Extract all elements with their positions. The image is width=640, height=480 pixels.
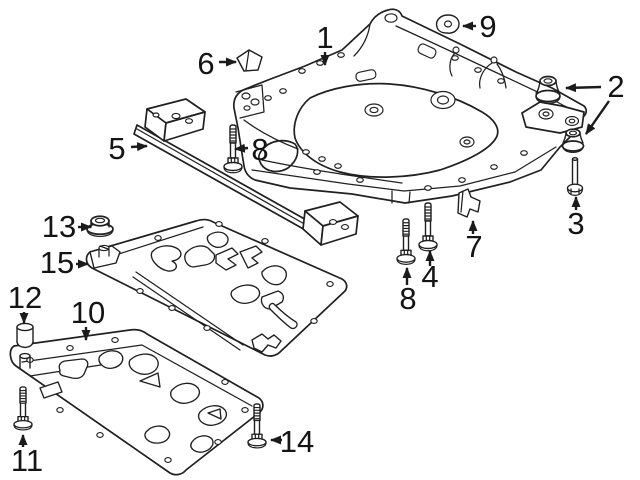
callout-8-front-label: 8 [251, 132, 268, 167]
callout-12: 12 [8, 280, 42, 324]
clip-part-6 [236, 49, 263, 72]
callout-2-label: 2 [607, 69, 624, 104]
callout-2-arrow-upper [565, 83, 602, 93]
callout-10-label: 10 [71, 295, 105, 330]
insulator-bushing-upper-part-2a [535, 75, 561, 104]
callout-8-front: 8 [234, 132, 269, 167]
callout-14-label: 14 [280, 424, 314, 459]
callout-10: 10 [71, 295, 105, 341]
callout-9-label: 9 [479, 9, 496, 44]
bolt-part-4 [418, 202, 438, 252]
callout-15: 15 [40, 245, 89, 280]
bolt-part-8-rear [396, 218, 416, 266]
callout-1-label: 1 [316, 20, 333, 55]
washer-part-9 [435, 14, 460, 34]
insulator-bushing-lower-part-2b [561, 128, 585, 154]
callout-6: 6 [197, 46, 237, 81]
callout-4-label: 4 [421, 259, 438, 294]
callout-7: 7 [465, 220, 483, 264]
bolt-part-3 [566, 156, 584, 197]
callout-15-label: 15 [40, 245, 74, 280]
crossmember-part-1 [232, 8, 588, 204]
callout-8-rear: 8 [399, 267, 417, 316]
callout-3-label: 3 [567, 206, 584, 241]
upper-splash-shield-part-15 [85, 218, 348, 357]
callout-14: 14 [270, 424, 314, 459]
callout-13: 13 [42, 209, 92, 244]
callout-11-label: 11 [11, 443, 43, 478]
callout-4: 4 [421, 250, 439, 294]
brace-bar-part-5 [133, 98, 359, 246]
bracket-part-7 [457, 188, 481, 218]
wire-hook-icon [449, 46, 507, 89]
grommet-part-13 [86, 215, 114, 238]
lower-splash-shield-part-10 [9, 328, 264, 476]
callout-1: 1 [316, 20, 334, 66]
callouts: 1 2 3 4 5 6 7 8 [8, 9, 625, 478]
callout-2: 2 [565, 69, 625, 135]
callout-9: 9 [462, 9, 497, 44]
callout-5-arrow [130, 142, 148, 152]
callout-5-label: 5 [108, 131, 125, 166]
callout-8-front-arrow [234, 143, 249, 153]
callout-8-rear-label: 8 [399, 281, 416, 316]
callout-6-label: 6 [197, 46, 214, 81]
bolt-part-11 [13, 386, 33, 431]
shield-corner-stud [19, 352, 31, 370]
callout-5: 5 [108, 131, 148, 166]
callout-11: 11 [11, 434, 43, 478]
callout-13-label: 13 [42, 209, 76, 244]
callout-7-label: 7 [465, 229, 482, 264]
spacer-part-12 [16, 322, 34, 349]
callout-12-label: 12 [8, 280, 42, 315]
callout-2-arrow-lower [585, 100, 610, 135]
callout-3: 3 [567, 196, 585, 241]
